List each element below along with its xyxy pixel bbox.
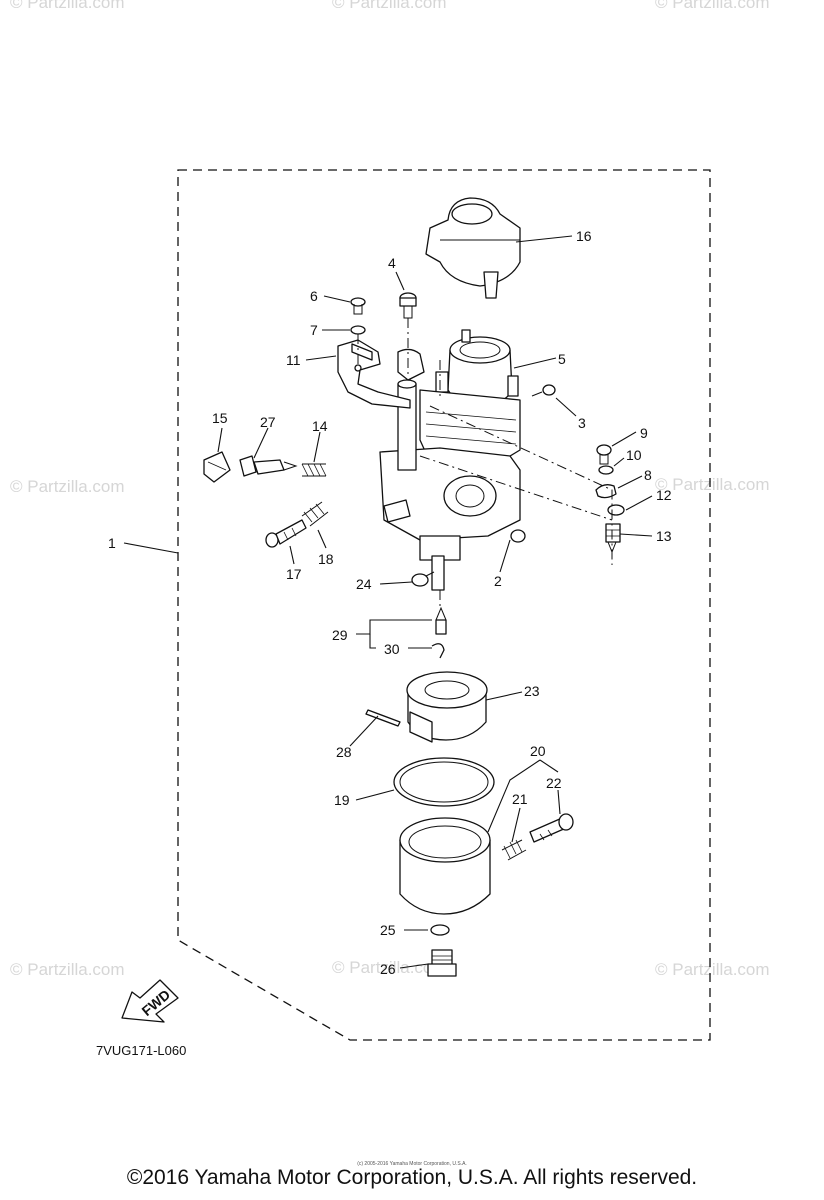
part-23-float: [406, 671, 488, 743]
part-21-spring: [501, 839, 527, 861]
part-8-clip: [595, 484, 617, 499]
part-26-plug: [427, 949, 457, 977]
callout-9: 9: [640, 425, 648, 441]
callout-8: 8: [644, 467, 652, 483]
diagram-code: 7VUG171-L060: [96, 1043, 187, 1058]
part-22-drain-screw: [529, 813, 574, 843]
callout-29: 29: [332, 627, 348, 643]
part-29-needle: [435, 606, 447, 635]
part-20-float-bowl: [399, 817, 491, 915]
callout-16: 16: [576, 228, 592, 244]
watermark-left: © Partzilla.com: [10, 477, 125, 496]
callout-18: 18: [318, 551, 334, 567]
part-2-screw: [510, 529, 526, 543]
callout-22: 22: [546, 775, 562, 791]
part-27-pilot-screw: [239, 455, 298, 477]
callout-12: 12: [656, 487, 672, 503]
callout-5: 5: [558, 351, 566, 367]
part-6-screw: [350, 297, 366, 315]
part-12-oring: [607, 504, 625, 516]
part-19-gasket: [393, 757, 495, 807]
callout-4: 4: [388, 255, 396, 271]
part-10-washer: [598, 465, 614, 475]
watermark-bottom-left: © Partzilla.com: [10, 960, 125, 979]
callout-28: 28: [336, 744, 352, 760]
callout-13: 13: [656, 528, 672, 544]
callout-26: 26: [380, 961, 396, 977]
callout-15: 15: [212, 410, 228, 426]
part-25-washer: [430, 924, 450, 936]
watermark-right: © Partzilla.com: [655, 475, 770, 494]
callout-20: 20: [530, 743, 546, 759]
callout-2: 2: [494, 573, 502, 589]
watermark-bottom-right: © Partzilla.com: [655, 960, 770, 979]
part-30-clip: [431, 643, 445, 659]
part-11-bracket: [337, 339, 425, 409]
part-5-body-top: [435, 329, 519, 407]
alignment-lines: [357, 318, 613, 610]
callout-25: 25: [380, 922, 396, 938]
callout-7: 7: [310, 322, 318, 338]
callout-6: 6: [310, 288, 318, 304]
fineprint: (c) 2005-2016 Yamaha Motor Corporation, …: [357, 1161, 467, 1167]
copyright-notice: ©2016 Yamaha Motor Corporation, U.S.A. A…: [126, 1166, 698, 1189]
part-15-cap: [203, 451, 231, 483]
part-14-spring: [301, 463, 327, 477]
watermark-top-left: © Partzilla.com: [10, 0, 125, 12]
watermarks: © Partzilla.com © Partzilla.com © Partzi…: [10, 0, 770, 979]
part-17-screw: [265, 519, 307, 548]
part-3-screw: [531, 384, 556, 397]
part-13-jet: [605, 523, 621, 554]
part-28-pin: [365, 709, 401, 727]
leader-lines: [123, 235, 653, 969]
callout-30: 30: [384, 641, 400, 657]
part-16-cover: [425, 197, 521, 299]
part-4-screw: [399, 292, 417, 319]
forward-arrow: FWD: [121, 979, 179, 1023]
part-9-screw: [596, 444, 612, 465]
watermark-top-mid: © Partzilla.com: [332, 0, 447, 12]
callouts: 1 2 3 4 5 6 7 8 9 10 11 12 13 14 15 16 1…: [108, 228, 672, 977]
carburetor-body: [379, 379, 521, 591]
callout-27: 27: [260, 414, 276, 430]
part-24-screw: [411, 571, 435, 587]
callout-11: 11: [286, 352, 301, 368]
callout-19: 19: [334, 792, 350, 808]
callout-3: 3: [578, 415, 586, 431]
callout-14: 14: [312, 418, 328, 434]
watermark-top-right: © Partzilla.com: [655, 0, 770, 12]
callout-21: 21: [512, 791, 528, 807]
part-18-spring: [301, 501, 329, 527]
callout-10: 10: [626, 447, 642, 463]
part-7-washer: [350, 325, 366, 335]
callout-24: 24: [356, 576, 372, 592]
watermark-bottom-mid: © Partzilla.com: [332, 958, 447, 977]
callout-17: 17: [286, 566, 302, 582]
assembly-boundary: [177, 169, 711, 1041]
callout-1: 1: [108, 535, 116, 551]
callout-23: 23: [524, 683, 540, 699]
